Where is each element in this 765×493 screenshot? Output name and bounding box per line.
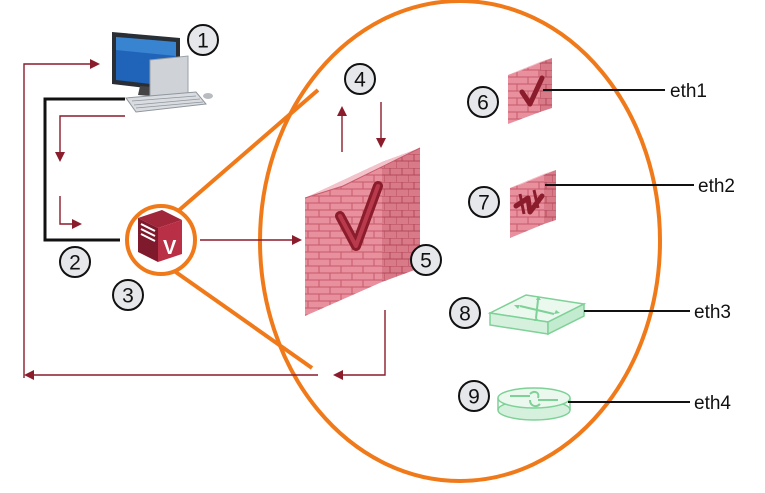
svg-text:5: 5 xyxy=(420,250,432,273)
eth4-label: eth4 xyxy=(694,393,731,414)
svg-text:4: 4 xyxy=(354,69,366,92)
svg-text:2: 2 xyxy=(69,252,81,275)
firewall-icon xyxy=(510,170,556,238)
svg-text:7: 7 xyxy=(478,192,490,215)
switch-icon xyxy=(487,294,587,336)
step-badge-3: 3 xyxy=(112,279,144,311)
svg-text:V: V xyxy=(163,237,177,259)
computer-icon xyxy=(112,32,213,113)
router-icon xyxy=(497,387,571,421)
zoom-line-upper xyxy=(168,88,320,220)
svg-text:3: 3 xyxy=(122,285,134,308)
svg-text:6: 6 xyxy=(477,92,489,115)
svg-text:9: 9 xyxy=(468,386,480,409)
step-badge-1: 1 xyxy=(187,24,219,56)
flow-arrows xyxy=(23,59,386,380)
zoom-line-lower xyxy=(168,266,314,370)
step-badge-6: 6 xyxy=(467,86,499,118)
return-arrow-to-computer xyxy=(23,59,100,378)
eth2-label: eth2 xyxy=(698,176,735,197)
virtual-firewall-icon xyxy=(304,147,421,316)
eth3-label: eth3 xyxy=(694,302,731,323)
step-badge-4: 4 xyxy=(344,63,376,95)
eth1-label: eth1 xyxy=(670,81,707,102)
svg-text:1: 1 xyxy=(197,30,209,53)
virtual-appliance-icon: V xyxy=(125,204,197,276)
step-badge-2: 2 xyxy=(59,246,91,278)
zoom-oval xyxy=(258,0,662,483)
step-badge-5: 5 xyxy=(410,244,442,276)
step-badge-9: 9 xyxy=(458,380,490,412)
step-badge-7: 7 xyxy=(468,186,500,218)
firewall-icon xyxy=(508,58,552,124)
connection-line xyxy=(43,97,125,242)
outbound-arrow-in xyxy=(59,196,82,229)
outbound-arrow-down xyxy=(55,115,125,162)
svg-text:8: 8 xyxy=(459,303,471,326)
firewall-exit-arrow xyxy=(333,310,386,380)
step-badge-8: 8 xyxy=(449,297,481,329)
